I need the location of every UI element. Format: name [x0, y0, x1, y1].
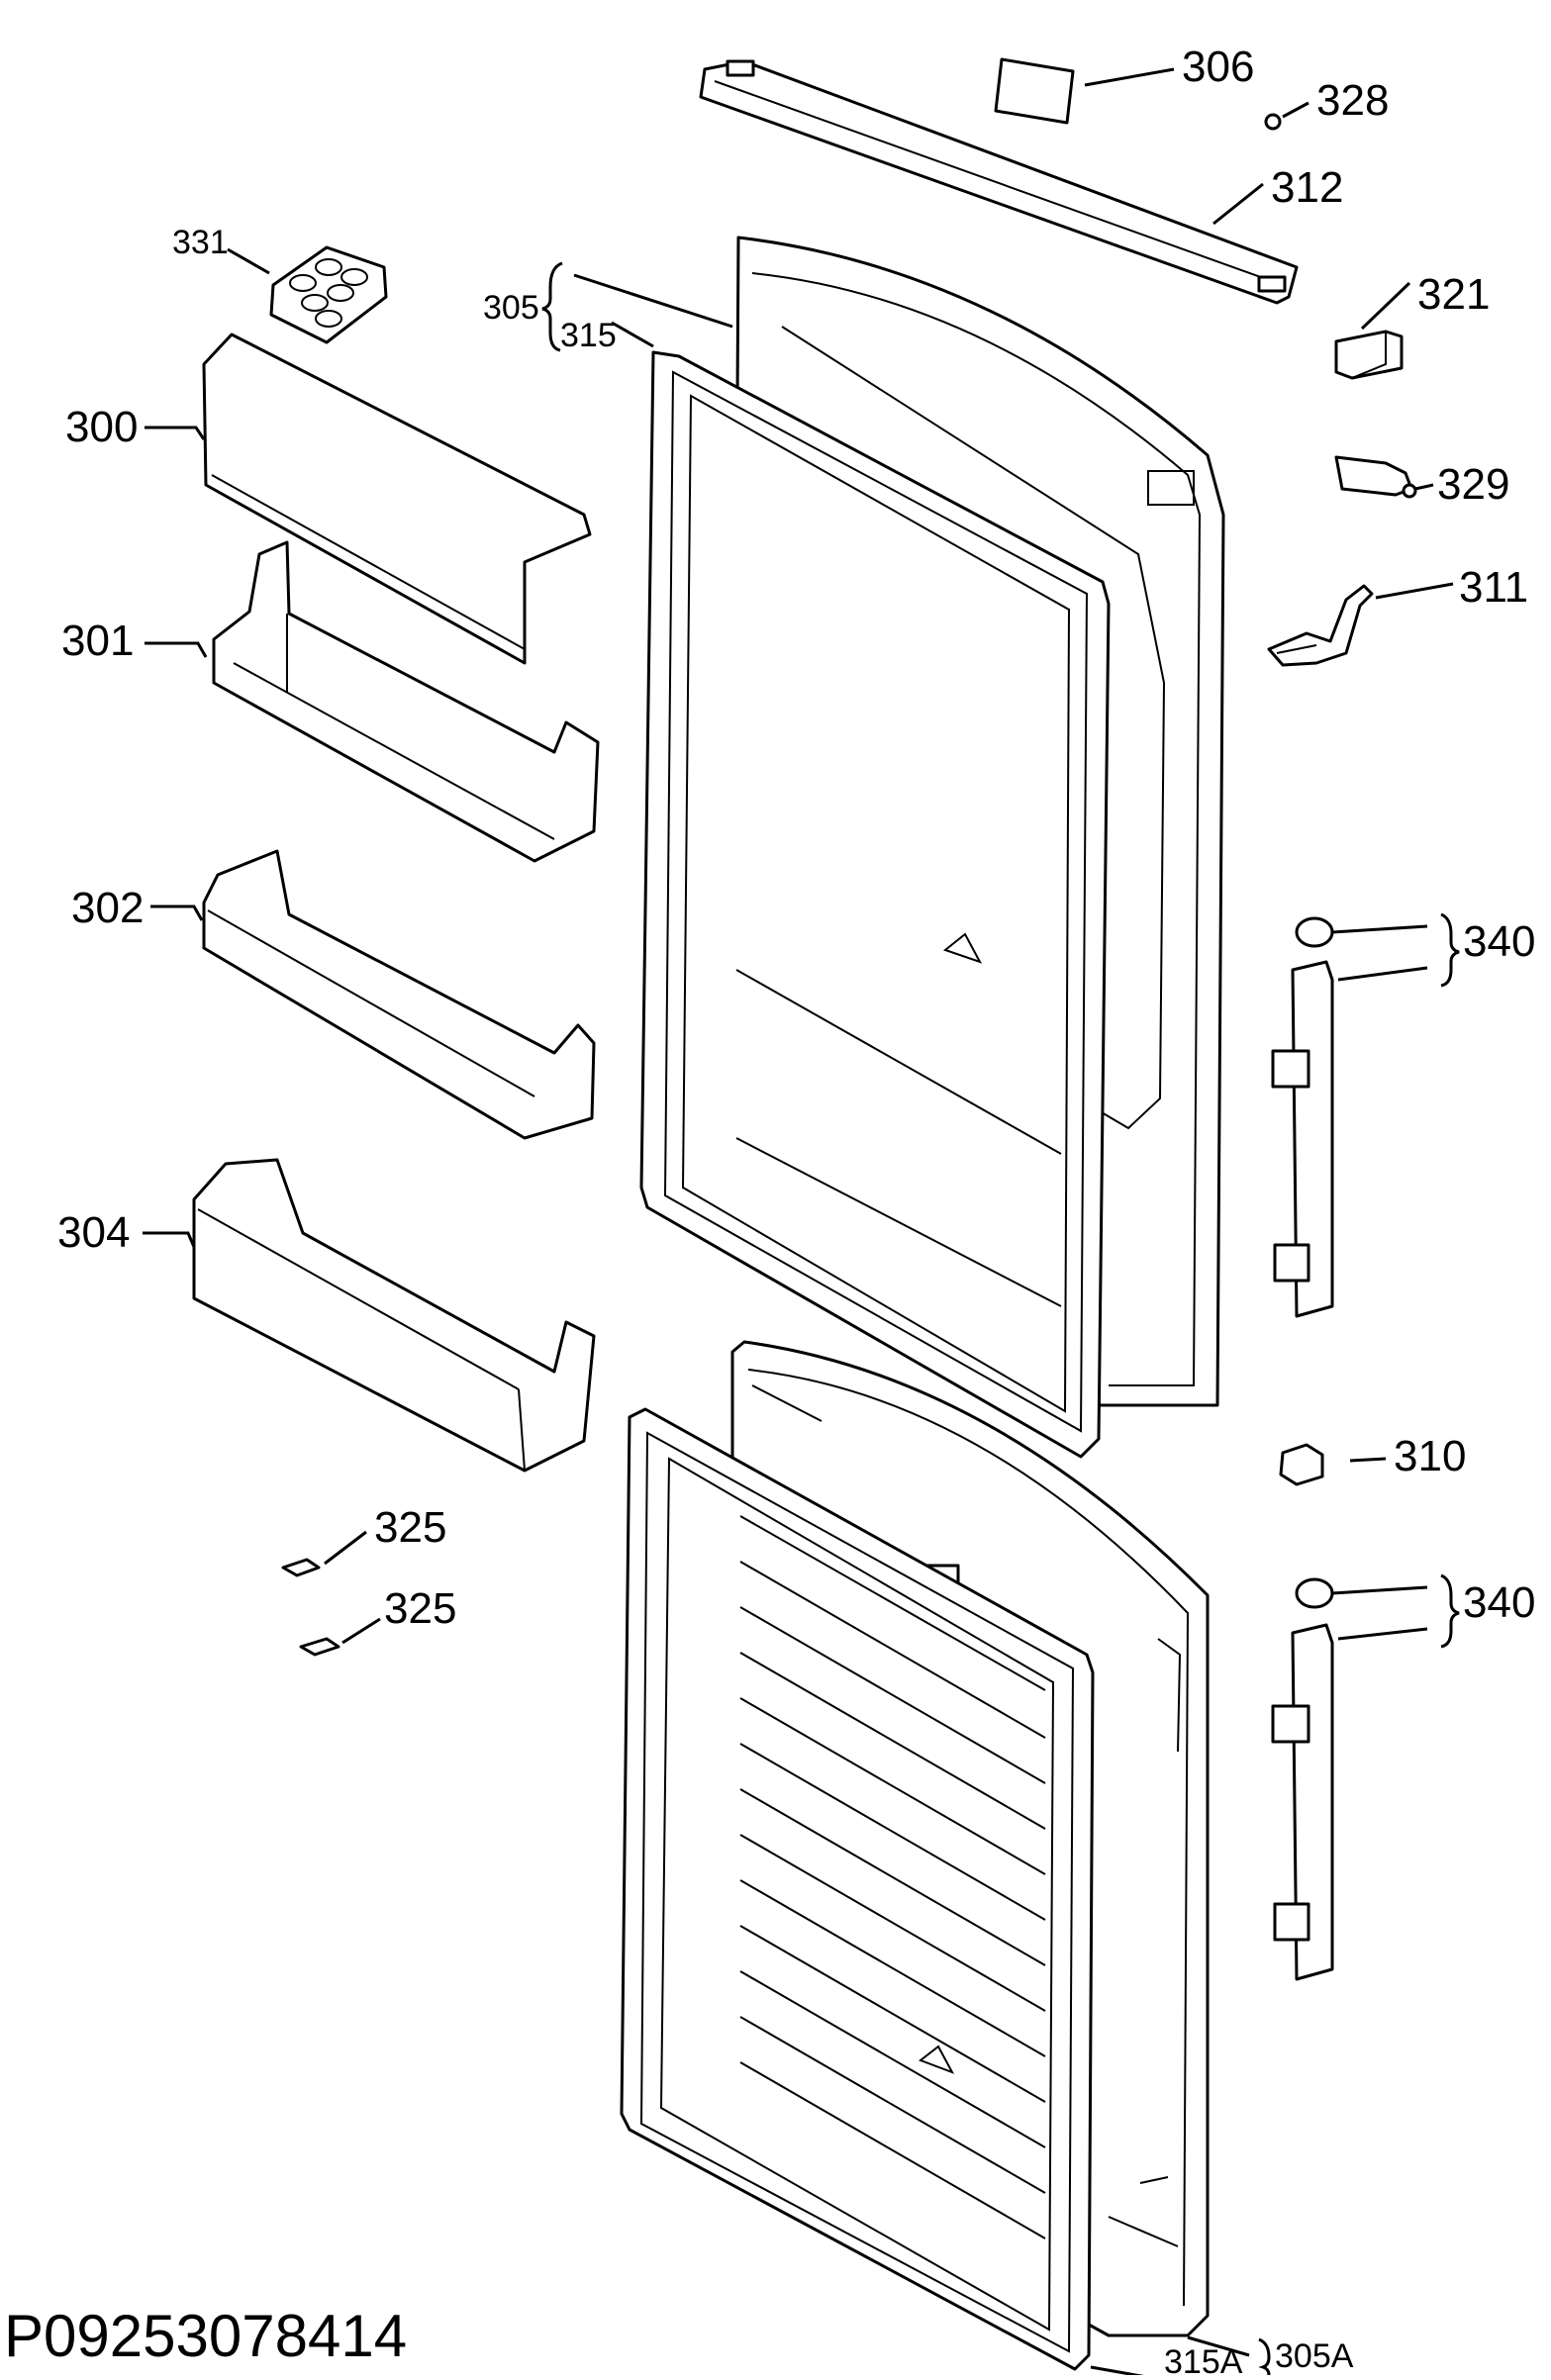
label-315a: 315A	[1164, 2343, 1243, 2375]
label-331: 331	[172, 224, 229, 261]
label-340-lower: 340	[1463, 1578, 1535, 1627]
label-312: 312	[1271, 163, 1343, 212]
label-321: 321	[1417, 270, 1490, 319]
cover-321	[1334, 330, 1404, 380]
label-304: 304	[57, 1208, 130, 1257]
label-340-upper: 340	[1463, 917, 1535, 966]
screw-325-lower	[299, 1637, 340, 1657]
label-306: 306	[1182, 43, 1254, 91]
door-bin-304	[192, 1158, 596, 1473]
hinge-311	[1267, 584, 1374, 667]
screw-325-upper	[281, 1558, 321, 1577]
block-310	[1279, 1443, 1324, 1486]
handle-340-lower	[1271, 1577, 1334, 1981]
handle-340-upper	[1271, 916, 1334, 1318]
label-305: 305	[483, 289, 539, 327]
cap-329	[1334, 455, 1417, 499]
egg-tray-331	[269, 245, 388, 344]
door-bin-302	[202, 849, 596, 1140]
label-315: 315	[560, 317, 617, 354]
upper-gasket-315	[639, 350, 1111, 1459]
label-plate-306	[994, 57, 1075, 125]
label-328: 328	[1316, 76, 1389, 125]
document-code: P09253078414	[4, 2303, 408, 2369]
label-300: 300	[65, 403, 138, 451]
top-trim-312	[699, 59, 1299, 305]
part-labels: 306 328 312 321 329 311 331 305 315 300 …	[57, 43, 1535, 2380]
lower-gasket-315a	[620, 1407, 1095, 2371]
shelf-lid-300	[202, 333, 592, 665]
label-301: 301	[61, 617, 134, 665]
label-325-upper: 325	[374, 1503, 446, 1552]
braces	[541, 261, 1460, 2376]
label-305a: 305A	[1275, 2337, 1354, 2375]
label-325-lower: 325	[384, 1584, 456, 1633]
label-329: 329	[1437, 460, 1509, 509]
label-302: 302	[71, 884, 144, 932]
label-311: 311	[1459, 563, 1528, 612]
screw-328	[1264, 113, 1282, 131]
door-bin-301	[212, 540, 600, 863]
label-310: 310	[1394, 1432, 1466, 1480]
